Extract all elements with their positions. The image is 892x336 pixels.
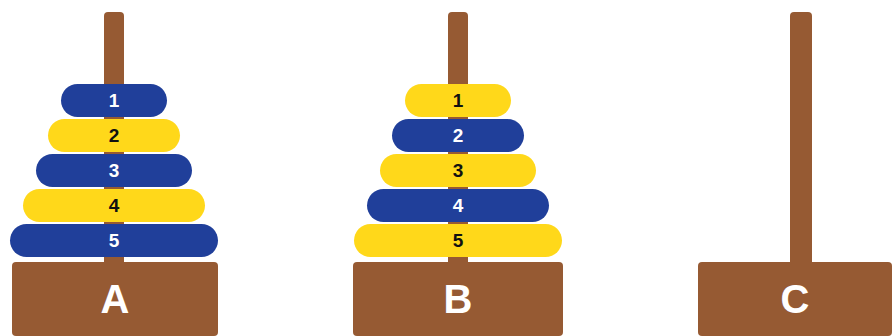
disk: 1 — [405, 84, 511, 117]
disk-number: 2 — [453, 126, 464, 145]
disk: 2 — [48, 119, 180, 152]
peg-base: C — [698, 262, 892, 336]
disk-number: 3 — [109, 161, 120, 180]
disk-number: 5 — [109, 231, 120, 250]
disk-number: 2 — [109, 126, 120, 145]
peg-label: A — [101, 279, 130, 319]
disk: 1 — [61, 84, 167, 117]
disk: 2 — [392, 119, 524, 152]
disk: 3 — [36, 154, 192, 187]
disk-number: 1 — [109, 91, 120, 110]
disk: 4 — [23, 189, 205, 222]
disk-number: 1 — [453, 91, 464, 110]
disk: 5 — [10, 224, 218, 257]
disk-number: 4 — [109, 196, 120, 215]
disk-number: 3 — [453, 161, 464, 180]
peg-base: A — [12, 262, 218, 336]
peg — [790, 12, 812, 268]
disk: 4 — [367, 189, 549, 222]
disk: 3 — [380, 154, 536, 187]
disk-number: 5 — [453, 231, 464, 250]
peg-base: B — [353, 262, 563, 336]
peg-label: C — [781, 279, 810, 319]
disk-number: 4 — [453, 196, 464, 215]
disk: 5 — [354, 224, 562, 257]
peg-label: B — [444, 279, 473, 319]
